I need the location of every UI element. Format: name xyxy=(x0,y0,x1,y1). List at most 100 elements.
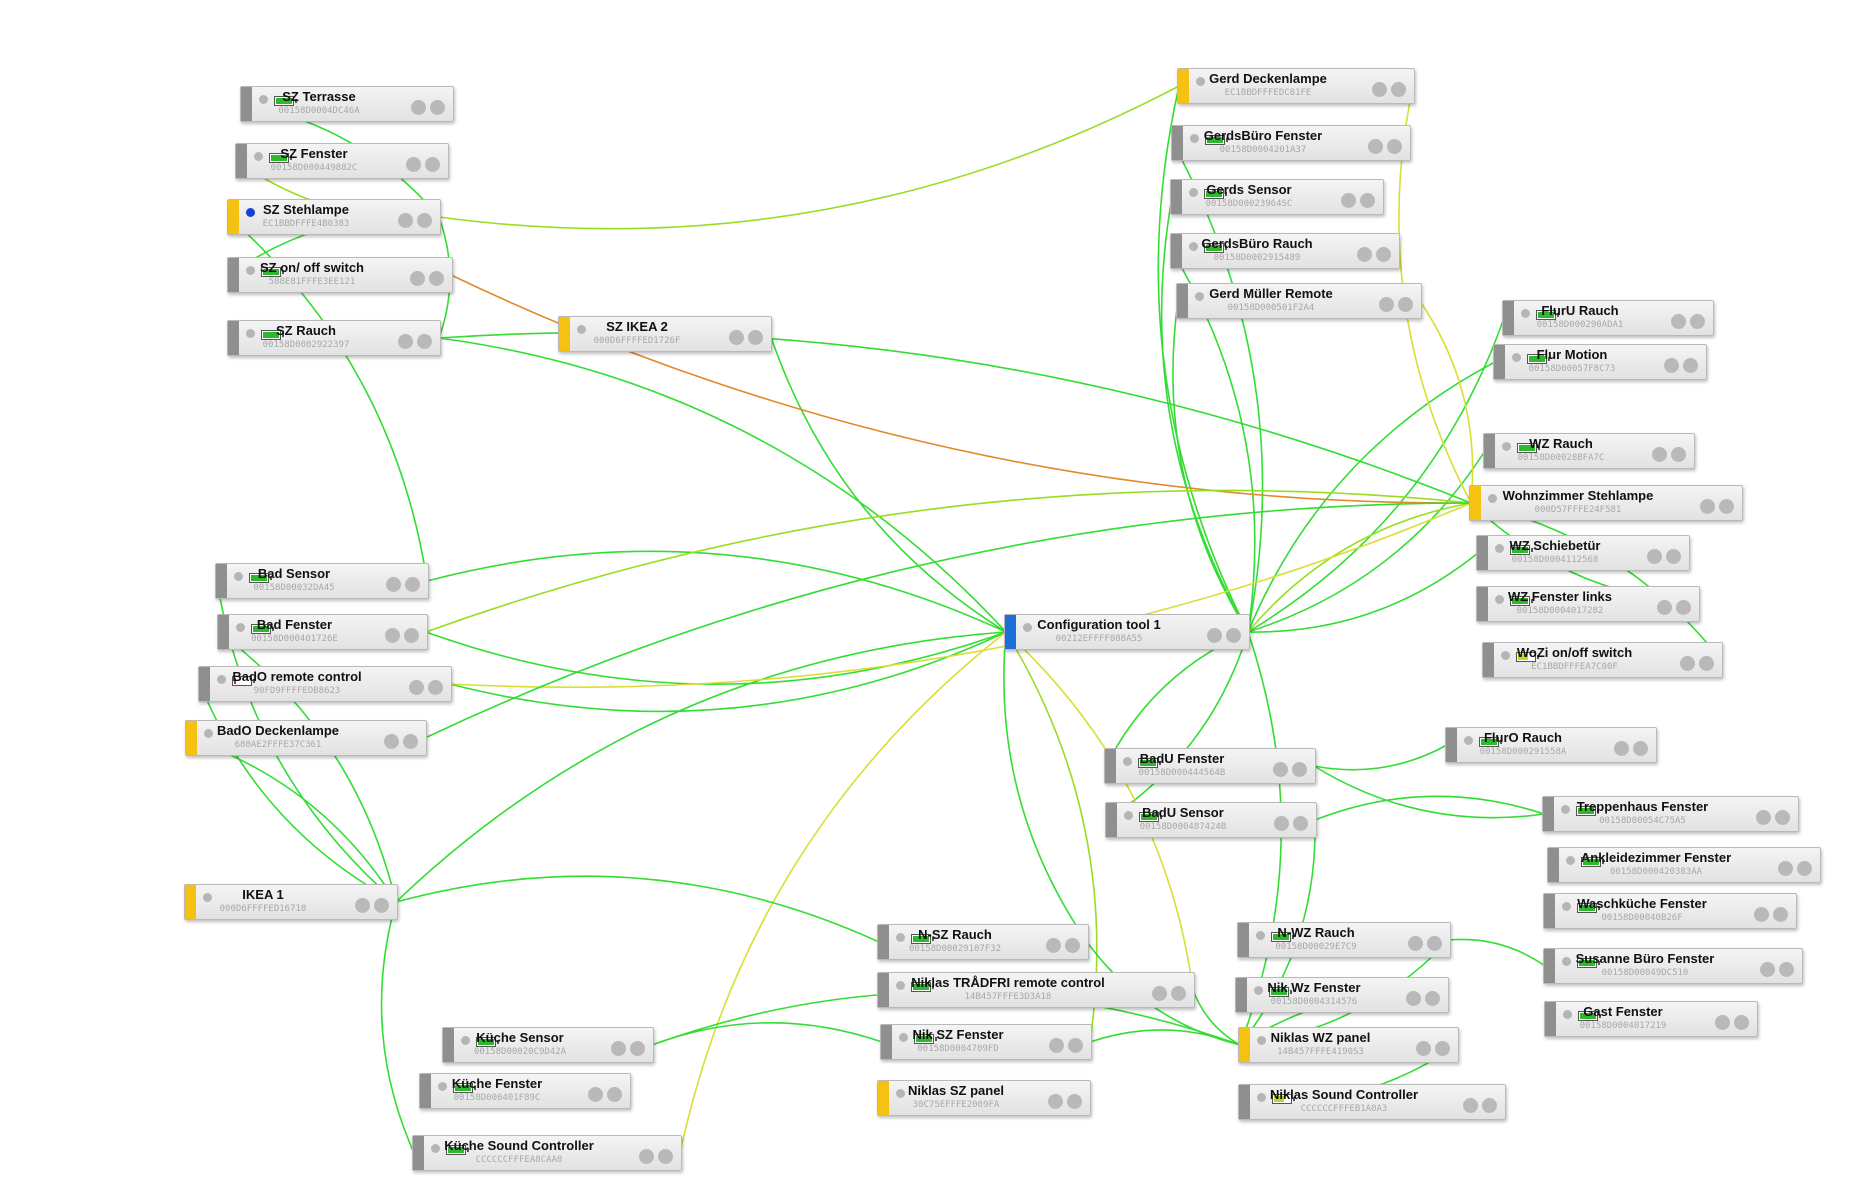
output-port-icon[interactable] xyxy=(417,334,432,349)
output-port-icon[interactable] xyxy=(607,1087,622,1102)
output-port-icon[interactable] xyxy=(1376,247,1391,262)
input-port-icon[interactable] xyxy=(1372,82,1387,97)
output-port-icon[interactable] xyxy=(404,628,419,643)
input-port-icon[interactable] xyxy=(406,157,421,172)
input-port-icon[interactable] xyxy=(1756,810,1771,825)
output-port-icon[interactable] xyxy=(1360,193,1375,208)
output-port-icon[interactable] xyxy=(748,330,763,345)
output-port-icon[interactable] xyxy=(1398,297,1413,312)
input-port-icon[interactable] xyxy=(1408,936,1423,951)
input-port-icon[interactable] xyxy=(386,577,401,592)
output-port-icon[interactable] xyxy=(1699,656,1714,671)
input-port-icon[interactable] xyxy=(611,1041,626,1056)
output-port-icon[interactable] xyxy=(1797,861,1812,876)
input-port-icon[interactable] xyxy=(1274,816,1289,831)
output-port-icon[interactable] xyxy=(1633,741,1648,756)
output-port-icon[interactable] xyxy=(1391,82,1406,97)
output-port-icon[interactable] xyxy=(428,680,443,695)
input-port-icon[interactable] xyxy=(398,334,413,349)
output-port-icon[interactable] xyxy=(1719,499,1734,514)
output-port-icon[interactable] xyxy=(1068,1038,1083,1053)
output-port-icon[interactable] xyxy=(425,157,440,172)
input-port-icon[interactable] xyxy=(1647,549,1662,564)
output-port-icon[interactable] xyxy=(1387,139,1402,154)
input-port-icon[interactable] xyxy=(411,100,426,115)
output-port-icon[interactable] xyxy=(374,898,389,913)
output-port-icon[interactable] xyxy=(403,734,418,749)
input-port-icon[interactable] xyxy=(1463,1098,1478,1113)
output-port-icon[interactable] xyxy=(429,271,444,286)
output-port-icon[interactable] xyxy=(1067,1094,1082,1109)
input-port-icon[interactable] xyxy=(1778,861,1793,876)
output-port-icon[interactable] xyxy=(1676,600,1691,615)
input-port-icon[interactable] xyxy=(384,734,399,749)
output-port-icon[interactable] xyxy=(1775,810,1790,825)
input-port-icon[interactable] xyxy=(1379,297,1394,312)
output-port-icon[interactable] xyxy=(1666,549,1681,564)
output-port-icon[interactable] xyxy=(1773,907,1788,922)
output-port-icon[interactable] xyxy=(1734,1015,1749,1030)
output-port-icon[interactable] xyxy=(1171,986,1186,1001)
input-port-icon[interactable] xyxy=(1416,1041,1431,1056)
input-port-icon[interactable] xyxy=(1715,1015,1730,1030)
output-port-icon[interactable] xyxy=(658,1149,673,1164)
output-port-icon[interactable] xyxy=(430,100,445,115)
input-port-icon[interactable] xyxy=(1754,907,1769,922)
output-port-icon[interactable] xyxy=(1435,1041,1450,1056)
input-port-icon[interactable] xyxy=(1760,962,1775,977)
input-port-icon[interactable] xyxy=(1341,193,1356,208)
input-port-icon[interactable] xyxy=(1152,986,1167,1001)
input-port-icon[interactable] xyxy=(1680,656,1695,671)
output-port-icon[interactable] xyxy=(1427,936,1442,951)
input-port-icon[interactable] xyxy=(409,680,424,695)
output-port-icon[interactable] xyxy=(405,577,420,592)
output-port-icon[interactable] xyxy=(1425,991,1440,1006)
input-port-icon[interactable] xyxy=(1671,314,1686,329)
input-port-icon[interactable] xyxy=(1700,499,1715,514)
input-port-icon[interactable] xyxy=(385,628,400,643)
input-port-icon[interactable] xyxy=(398,213,413,228)
input-port-icon[interactable] xyxy=(1652,447,1667,462)
output-port-icon[interactable] xyxy=(1779,962,1794,977)
output-port-icon[interactable] xyxy=(630,1041,645,1056)
input-port-icon[interactable] xyxy=(1049,1038,1064,1053)
input-port-icon[interactable] xyxy=(729,330,744,345)
output-port-icon[interactable] xyxy=(1683,358,1698,373)
input-port-icon[interactable] xyxy=(1207,628,1222,643)
input-port-icon[interactable] xyxy=(1664,358,1679,373)
input-port-icon[interactable] xyxy=(1406,991,1421,1006)
output-port-icon[interactable] xyxy=(417,213,432,228)
input-port-icon[interactable] xyxy=(1046,938,1061,953)
output-port-icon[interactable] xyxy=(1482,1098,1497,1113)
output-port-icon[interactable] xyxy=(1292,762,1307,777)
output-port-icon[interactable] xyxy=(1226,628,1241,643)
input-port-icon[interactable] xyxy=(588,1087,603,1102)
